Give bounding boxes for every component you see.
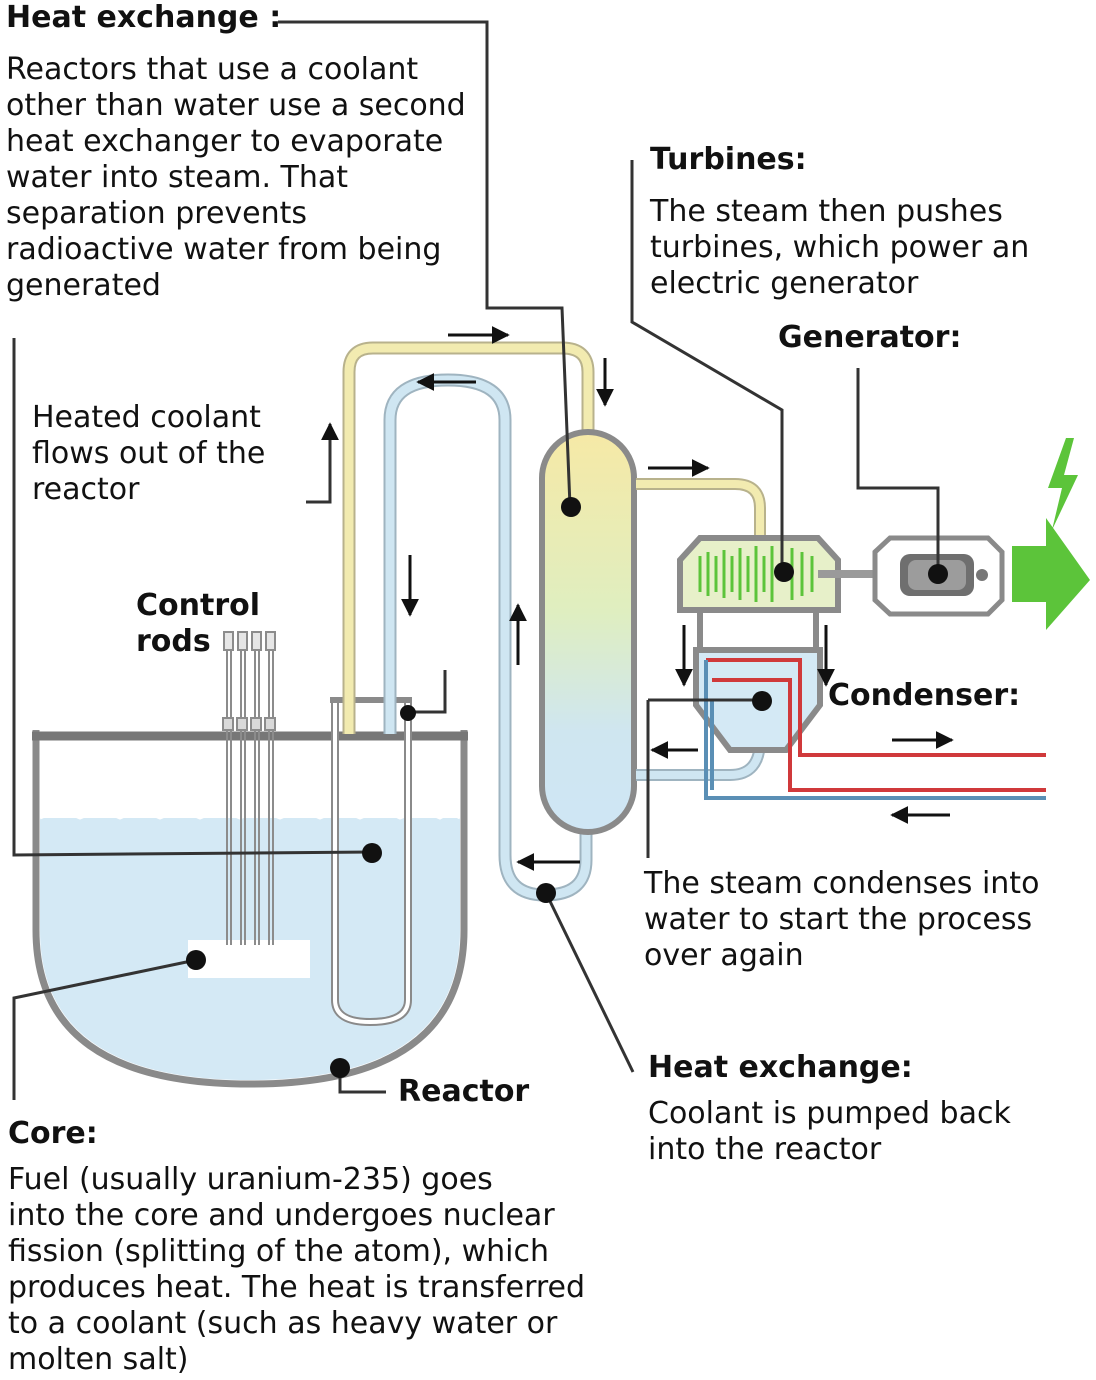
turbines-title: Turbines: bbox=[650, 142, 807, 177]
hot-coolant-pipe bbox=[342, 341, 595, 734]
steam-generator bbox=[539, 429, 637, 835]
reactor-label: Reactor bbox=[398, 1074, 530, 1109]
flow-arrows bbox=[401, 326, 954, 871]
reactor-vessel bbox=[32, 730, 468, 1088]
label-heat-exchange-top: Heat exchange : Reactors that use a cool… bbox=[6, 0, 486, 304]
generator-title: Generator: bbox=[778, 320, 962, 355]
label-heat-exchange-bottom: Heat exchange: Coolant is pumped back in… bbox=[648, 1050, 1088, 1168]
condenses-label: The steam condenses into water to start … bbox=[644, 866, 1040, 973]
heat-exchange-bottom-title: Heat exchange: bbox=[648, 1050, 913, 1085]
label-core: Core: Fuel (usually uranium-235) goes in… bbox=[8, 1116, 628, 1378]
steam-pipe bbox=[636, 478, 766, 540]
callout-dots bbox=[186, 497, 948, 1078]
heat-exchange-top-body: Reactors that use a coolant other than w… bbox=[6, 52, 466, 303]
turbine-shaft bbox=[818, 570, 880, 578]
cold-coolant-pipe bbox=[383, 373, 593, 902]
turbines-body: The steam then pushes turbines, which po… bbox=[650, 194, 1030, 301]
core-body: Fuel (usually uranium-235) goes into the… bbox=[8, 1162, 586, 1377]
reactor-core bbox=[188, 940, 310, 978]
condenser-title: Condenser: bbox=[828, 678, 1021, 713]
control-rods-label: Control rods bbox=[136, 588, 261, 659]
heat-exchange-bottom-body: Coolant is pumped back into the reactor bbox=[648, 1096, 1011, 1167]
turbine bbox=[677, 535, 841, 653]
leader-lines bbox=[12, 20, 940, 1100]
heat-exchange-top-title: Heat exchange : bbox=[6, 0, 282, 35]
control-rods bbox=[222, 631, 276, 945]
electricity-output bbox=[1012, 438, 1090, 630]
heated-coolant-label: Heated coolant flows out of the reactor bbox=[32, 400, 266, 507]
label-turbines: Turbines: The steam then pushes turbines… bbox=[650, 142, 1080, 302]
core-title: Core: bbox=[8, 1116, 98, 1151]
